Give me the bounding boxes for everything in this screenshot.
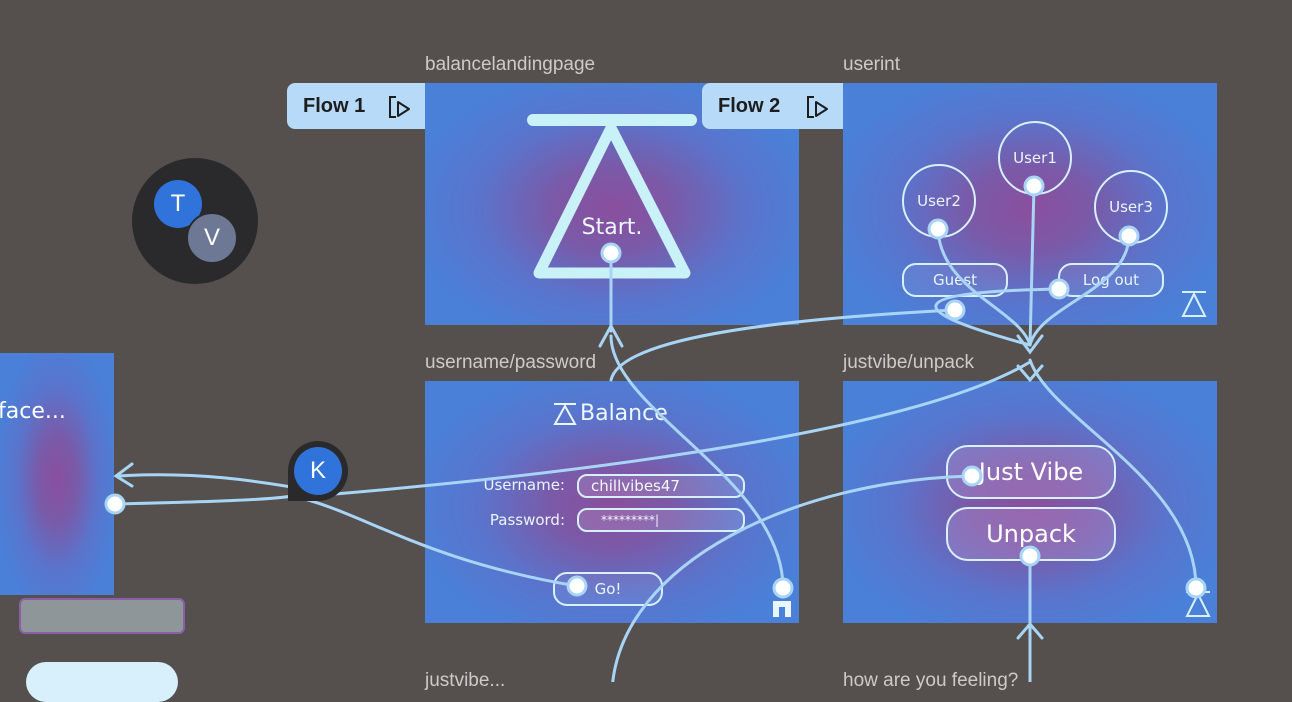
guest-button[interactable]: Guest	[902, 263, 1008, 297]
play-frame-icon	[389, 96, 410, 118]
balance-brand-icon	[553, 403, 577, 425]
user1-button[interactable]: User1	[998, 121, 1072, 195]
placeholder-block[interactable]	[19, 598, 185, 634]
frame-userint[interactable]: User1 User2 User3 Guest Log out	[843, 83, 1217, 325]
frame-login[interactable]: Balance Username: chillvibes47 Password:…	[425, 381, 799, 623]
frame-label-landing[interactable]: balancelandingpage	[425, 54, 596, 75]
frame-left-title: face...	[0, 399, 66, 424]
frame-label-bottom-right[interactable]: how are you feeling?	[843, 670, 1019, 691]
frame-label-userint[interactable]: userint	[843, 54, 901, 75]
user2-button[interactable]: User2	[902, 164, 976, 238]
flow-1-label: Flow 1	[303, 94, 366, 117]
frame-vibe[interactable]: Just Vibe Unpack	[843, 381, 1217, 623]
frame-label-vibe[interactable]: justvibe/unpack	[843, 352, 974, 373]
collaborator-avatar-group[interactable]: T V	[132, 158, 258, 284]
frame-label-bottom-left[interactable]: justvibe...	[425, 670, 506, 691]
user3-button[interactable]: User3	[1094, 170, 1168, 244]
avatar-v[interactable]: V	[186, 212, 238, 264]
password-label: Password:	[489, 511, 565, 529]
bottom-pill-button[interactable]	[26, 662, 178, 702]
brand-title: Balance	[580, 401, 668, 426]
logout-button[interactable]: Log out	[1058, 263, 1164, 297]
start-button[interactable]: Start.	[581, 215, 643, 240]
frame-left-partial[interactable]: face...	[0, 353, 114, 595]
balance-mini-logo-icon	[1181, 291, 1207, 317]
flow-1-tag[interactable]: Flow 1	[287, 83, 425, 129]
go-button[interactable]: Go!	[553, 572, 663, 606]
flow-2-tag[interactable]: Flow 2	[702, 83, 843, 129]
username-label: Username:	[483, 476, 565, 494]
frame-label-login[interactable]: username/password	[425, 352, 597, 373]
unpack-button[interactable]: Unpack	[946, 507, 1116, 561]
avatar-k: K	[294, 447, 342, 495]
balance-mini-logo-icon-2	[1185, 591, 1211, 617]
play-frame-icon	[807, 96, 828, 118]
home-icon	[773, 601, 791, 617]
cursor-avatar-k[interactable]: K	[288, 441, 348, 501]
flow-2-label: Flow 2	[718, 94, 781, 117]
password-field[interactable]: *********|	[577, 508, 745, 532]
just-vibe-button[interactable]: Just Vibe	[946, 445, 1116, 499]
username-field[interactable]: chillvibes47	[577, 474, 745, 498]
